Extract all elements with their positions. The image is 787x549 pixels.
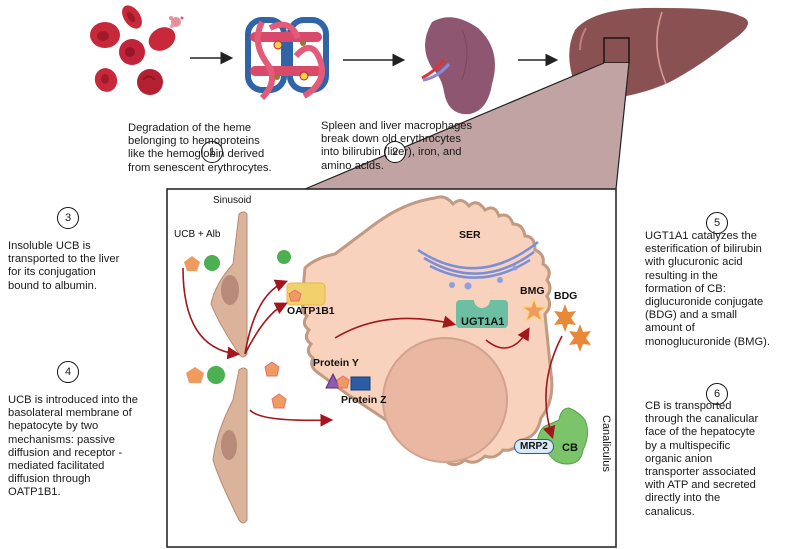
step-marker-4: 4 [57, 361, 79, 383]
canaliculus-label: Canaliculus [600, 415, 612, 472]
ser-label: SER [459, 229, 481, 241]
oatp1b1-label: OATP1B1 [287, 305, 335, 317]
spleen-icon [421, 17, 495, 115]
protein-z-square-icon [350, 376, 371, 391]
ucb-pentagon-icon [264, 361, 280, 377]
cb-label: CB [562, 442, 578, 454]
bmg-star-icon [520, 297, 548, 323]
step-6-caption: CB is transported through the canalicula… [645, 400, 759, 518]
step-marker-3: 3 [57, 207, 79, 229]
bmg-label: BMG [520, 285, 545, 297]
ugt1a1-label: UGT1A1 [461, 316, 505, 328]
bdg-star-icon [554, 304, 576, 332]
nucleus [382, 337, 508, 463]
step-marker-5: 5 [706, 212, 728, 234]
hemoglobin-molecule-icon [245, 17, 329, 101]
step-marker-1: 1 [201, 141, 223, 163]
step-1-caption: Degradation of the heme belonging to hem… [128, 122, 272, 174]
protein-z-label: Protein Z [341, 394, 387, 406]
mrp2-transporter: MRP2 [514, 439, 554, 454]
step-marker-6: 6 [706, 383, 728, 405]
oatp1b1-transporter-icon [286, 282, 326, 306]
step-2-caption: Spleen and liver macrophages break down … [321, 120, 473, 172]
bdg-star-icon [569, 324, 591, 352]
step-3-caption: Insoluble UCB is transported to the live… [8, 240, 120, 292]
red-blood-cells-icon [90, 5, 184, 95]
step-4-caption: UCB is introduced into the basolateral m… [8, 394, 138, 499]
free-albumin-icon [277, 250, 291, 264]
smooth-endoplasmic-reticulum-icon [417, 241, 539, 290]
step-marker-2: 2 [384, 141, 406, 163]
ucb-pentagon-icon [184, 256, 200, 271]
ucb-alb-label: UCB + Alb [174, 229, 221, 240]
transport-arrows [182, 267, 563, 440]
endothelial-cell-lower [212, 367, 248, 524]
ugt1a1-enzyme-icon [456, 300, 508, 328]
protein-y-triangle-icon [325, 372, 341, 389]
sinusoid-label: Sinusoid [213, 195, 252, 206]
albumin-icon [207, 366, 225, 384]
bdg-label: BDG [554, 290, 578, 302]
albumin-icon [204, 255, 220, 271]
protein-y-label: Protein Y [313, 357, 359, 369]
step-5-caption: UGT1A1 catalyzes the esterification of b… [645, 230, 770, 348]
ucb-pentagon-icon [271, 393, 287, 409]
ucb-pentagon-icon [336, 375, 350, 389]
ucb-pentagon-icon [186, 367, 204, 383]
